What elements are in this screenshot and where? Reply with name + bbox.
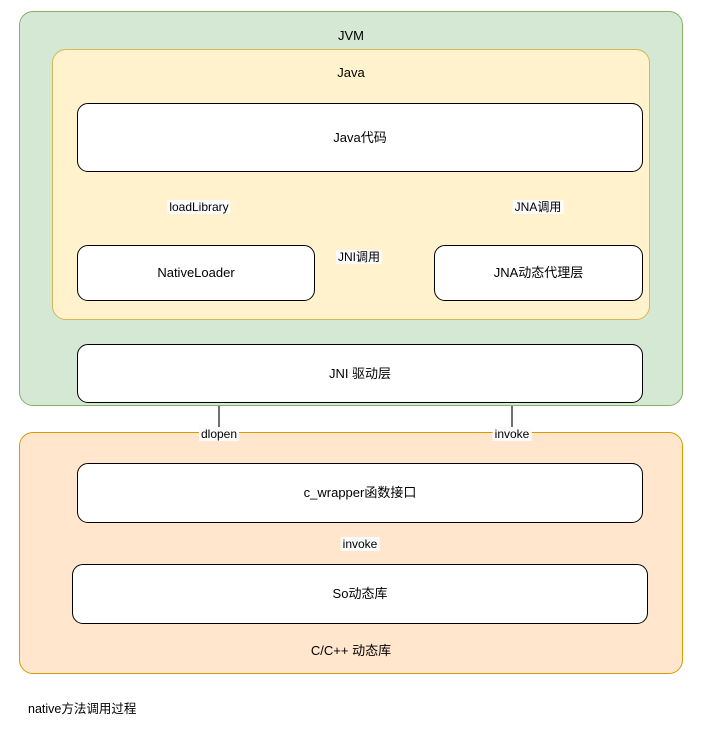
edge-label-jna-call: JNA调用 [512,200,564,214]
node-jni-driver-layer-label: JNI 驱动层 [328,365,392,381]
node-c-wrapper-function-interface-label: c_wrapper函数接口 [303,485,417,500]
edge-label-dlopen: dlopen [198,427,240,441]
edge-label-invoke-so: invoke [340,537,380,551]
container-jvm-label: JVM [338,28,364,43]
node-jni-driver-layer[interactable]: JNI 驱动层 [77,344,643,403]
edge-label-jni-call: JNI调用 [335,250,383,264]
node-native-loader-label: NativeLoader [157,265,235,280]
node-so-dynamic-library[interactable]: So动态库 [72,564,648,624]
container-cpp-label: C/C++ 动态库 [310,643,392,658]
node-so-dynamic-library-label: So动态库 [332,586,388,601]
node-c-wrapper-function-interface[interactable]: c_wrapper函数接口 [77,463,643,523]
diagram-caption: native方法调用过程 [28,702,137,716]
container-java-label: Java [337,65,365,80]
node-jna-dynamic-proxy-layer-label: JNA动态代理层 [493,265,584,280]
node-native-loader[interactable]: NativeLoader [77,245,315,301]
node-java-code-label: Java代码 [333,129,387,145]
node-java-code[interactable]: Java代码 [77,103,643,172]
edge-label-loadlibrary: loadLibrary [167,200,231,214]
node-jna-dynamic-proxy-layer[interactable]: JNA动态代理层 [434,245,643,301]
edge-label-invoke-wrapper: invoke [492,427,532,441]
